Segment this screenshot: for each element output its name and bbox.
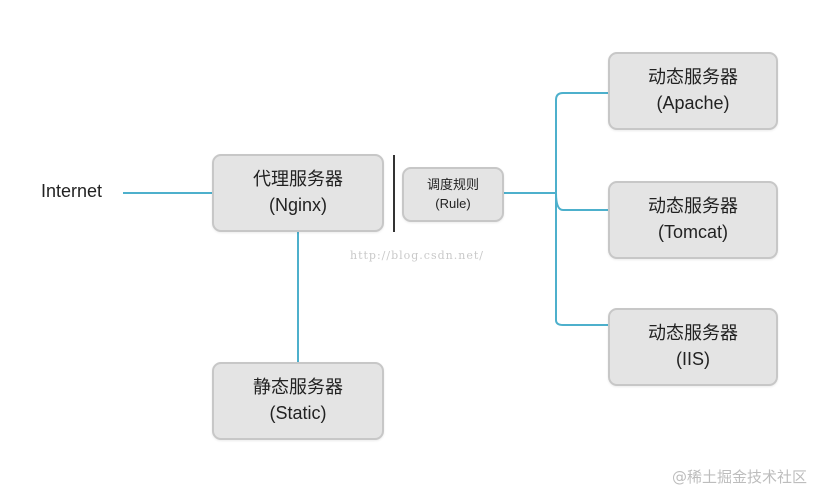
rule-title: 调度规则 (426, 177, 479, 193)
proxy-server-subtitle: (Nginx) (268, 195, 327, 215)
tomcat-server-subtitle: (Tomcat) (657, 222, 728, 242)
watermark-text: http://blog.csdn.net/ (350, 249, 484, 262)
proxy-server-title: 代理服务器 (253, 169, 343, 190)
apache-server-subtitle: (Apache) (656, 93, 730, 113)
iis-server-subtitle: (IIS) (676, 349, 710, 369)
tomcat-server-node: 动态服务器 (Tomcat) (608, 181, 778, 259)
static-server-node: 静态服务器 (Static) (212, 362, 384, 440)
internet-label: Internet (41, 181, 103, 201)
static-server-title: 静态服务器 (253, 377, 343, 398)
brand-watermark: @稀土掘金技术社区 (672, 468, 808, 486)
static-server-subtitle: (Static) (269, 403, 327, 423)
rule-subtitle: (Rule) (435, 195, 471, 211)
branch-trunk (555, 92, 608, 326)
apache-server-node: 动态服务器 (Apache) (608, 52, 778, 130)
iis-server-node: 动态服务器 (IIS) (608, 308, 778, 386)
rule-node: 调度规则 (Rule) (402, 167, 504, 222)
tomcat-server-title: 动态服务器 (648, 196, 738, 217)
apache-server-title: 动态服务器 (648, 67, 738, 88)
proxy-server-node: 代理服务器 (Nginx) (212, 154, 384, 232)
iis-server-title: 动态服务器 (648, 323, 738, 344)
